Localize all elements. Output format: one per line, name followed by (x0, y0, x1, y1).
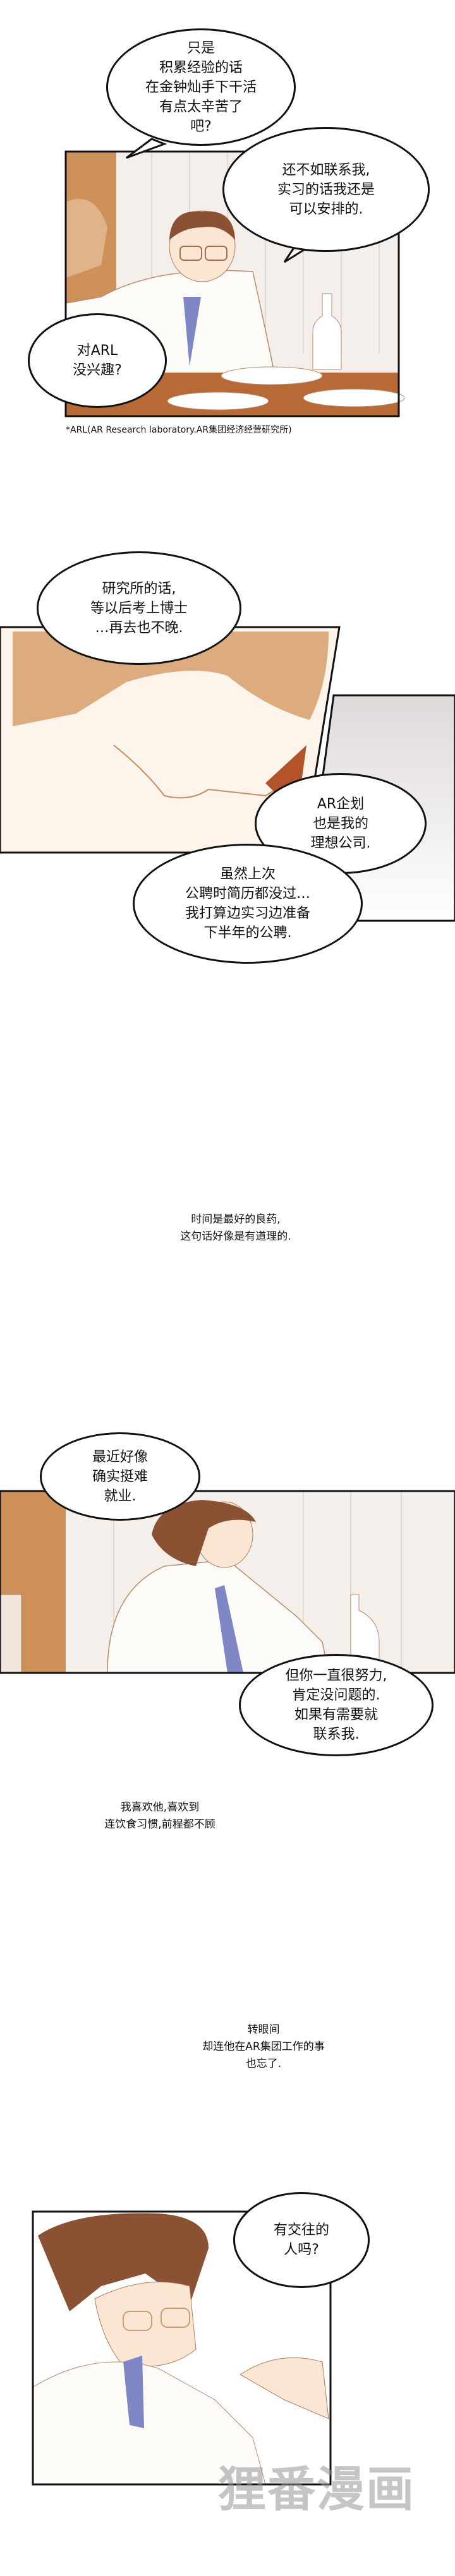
bubble-line: 虽然上次 (219, 866, 276, 882)
bubble-line: 但你一直很努力, (285, 1668, 387, 1684)
bubble-line: 有点太辛苦了 (159, 99, 243, 115)
narration-line: 连饮食习惯,前程都不顾 (104, 1818, 215, 1831)
narration-line: 这句话好像是有道理的. (180, 1230, 291, 1243)
bubble-line: 吧? (190, 118, 212, 135)
narration-3: 转眼间 却连他在AR集团工作的事 也忘了. (162, 2022, 365, 2073)
bubble-line: 如果有需要就 (294, 1707, 378, 1723)
bubble-line: 没兴趣? (73, 362, 122, 378)
footnote-arl: *ARL(AR Research laboratory.AR集团经济经营研究所) (66, 425, 292, 435)
bubble-line: 就业. (104, 1488, 136, 1504)
bubble-line: 人吗? (284, 2242, 319, 2258)
narration-line: 我喜欢他,喜欢到 (120, 1801, 200, 1814)
narration-line: 却连他在AR集团工作的事 (202, 2040, 325, 2053)
narration-line: 时间是最好的良药, (191, 1213, 281, 1226)
bubble-line: 最近好像 (92, 1449, 148, 1465)
bubble-line: 实习的话我还是 (277, 181, 375, 198)
bubble-line: 确实挺难 (92, 1468, 148, 1485)
speech-bubble-7: 最近好像 确实挺难 就业. (40, 1432, 200, 1521)
bubble-line: 只是 (186, 40, 215, 56)
speech-bubble-8: 但你一直很努力, 肯定没问题的. 如果有需要就 联系我. (239, 1654, 434, 1756)
bubble-line: 联系我. (313, 1727, 360, 1742)
speech-bubble-2: 还不如联系我, 实习的话我还是 可以安排的. (222, 127, 430, 252)
narration-line: 转眼间 (247, 2023, 280, 2036)
speech-bubble-6: 虽然上次 公聘时简历都没过… 我打算边实习边准备 下半年的公聘. (133, 844, 363, 964)
narration-2: 我喜欢他,喜欢到 连饮食习惯,前程都不顾 (59, 1799, 261, 1833)
bubble-line: 理想公司. (310, 835, 371, 851)
bubble-line: 可以安排的. (289, 201, 363, 217)
bubble-line: 肯定没问题的. (292, 1687, 380, 1703)
watermark-logo: 狸番漫画 (218, 2461, 415, 2517)
bubble-line: 公聘时简历都没过… (185, 886, 310, 902)
bubble-line: …再去也不晚. (95, 620, 183, 636)
panel-4-restaurant (0, 1490, 455, 1674)
bubble-line: 对ARL (76, 343, 118, 359)
bubble-line: 研究所的话, (102, 580, 176, 597)
bubble-line: 积累经验的话 (159, 59, 243, 76)
bubble-line: 有交往的 (273, 2222, 329, 2238)
speech-bubble-4: 研究所的话, 等以后考上博士 …再去也不晚. (37, 551, 241, 665)
bubble-line: 我打算边实习边准备 (185, 906, 310, 921)
narration-line: 也忘了. (245, 2058, 282, 2070)
narration-1: 时间是最好的良药, 这句话好像是有道理的. (141, 1211, 331, 1245)
speech-bubble-9: 有交往的 人吗? (233, 2192, 370, 2288)
bubble-line: 在金钟灿手下干活 (145, 79, 257, 95)
panel-5-portrait (32, 2210, 332, 2486)
bubble-line: 还不如联系我, (282, 162, 370, 178)
bubble-line: AR企划 (317, 796, 365, 812)
speech-bubble-3: 对ARL 没兴趣? (28, 313, 167, 408)
speech-bubble-1: 只是 积累经验的话 在金钟灿手下干活 有点太辛苦了 吧? (106, 28, 296, 146)
bubble-line: 也是我的 (312, 815, 368, 832)
bubble-line: 等以后考上博士 (90, 600, 188, 616)
bubble-line: 下半年的公聘. (203, 925, 292, 941)
